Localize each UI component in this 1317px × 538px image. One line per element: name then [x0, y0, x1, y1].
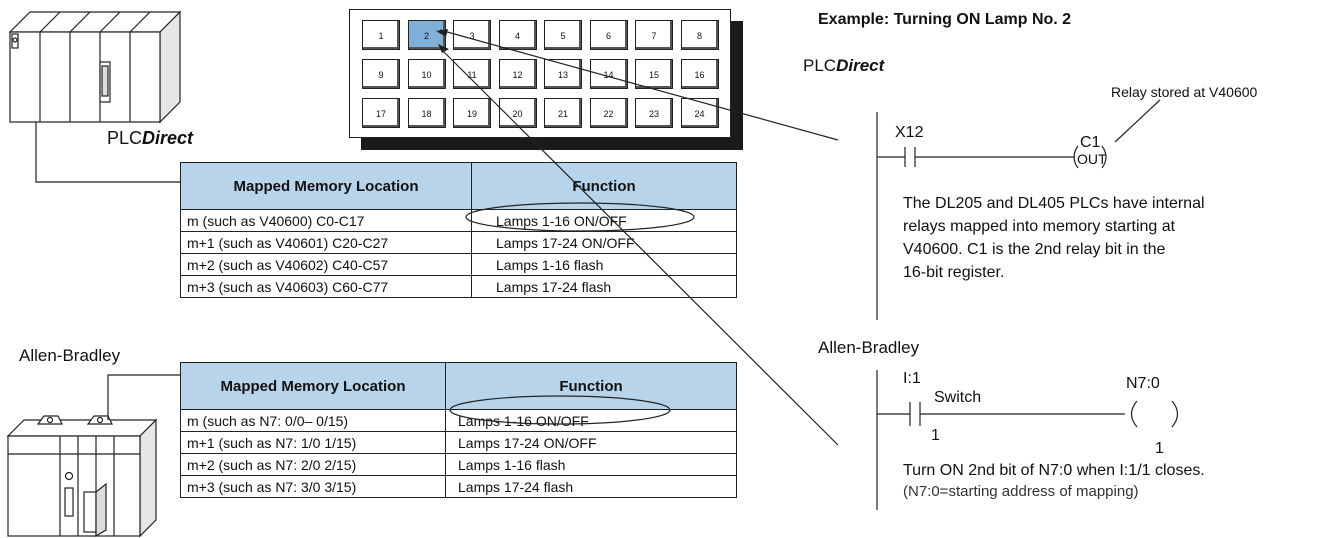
- lamp-17: 17: [362, 98, 400, 128]
- lamp-14: 14: [589, 59, 628, 89]
- arrowhead: [436, 29, 448, 37]
- column-header-function: Function: [445, 362, 737, 410]
- coil-label-c1: C1: [1080, 134, 1101, 151]
- lamp-11: 11: [453, 59, 491, 89]
- lamp-8: 8: [680, 20, 719, 50]
- lamp-9: 9: [362, 59, 400, 89]
- coil-label-n70: N7:0: [1126, 375, 1160, 392]
- leader-line-allen-bradley: [439, 47, 839, 446]
- column-header-function: Function: [471, 162, 737, 210]
- table-row: m+2 (such as N7: 2/0 2/15)Lamps 1-16 fla…: [180, 453, 737, 476]
- lamp-7: 7: [635, 20, 673, 50]
- coil-type-out: OUT: [1077, 151, 1107, 167]
- table-header-row: Mapped Memory Location Function: [180, 162, 737, 210]
- lamp-5: 5: [544, 20, 582, 50]
- coil-right-arc: [1101, 145, 1107, 169]
- contact-label-x12: X12: [895, 124, 924, 141]
- table-row: m+3 (such as N7: 3/0 3/15)Lamps 17-24 fl…: [180, 475, 737, 498]
- lamp-23: 23: [635, 98, 673, 128]
- coil-bit-label: 1: [1155, 440, 1164, 457]
- lamp-22: 22: [589, 98, 628, 128]
- highlight-ellipse-plc-direct: [465, 202, 695, 232]
- plc-direct-mapping-table: Mapped Memory Location Function m (such …: [180, 162, 737, 298]
- lamp-21: 21: [544, 98, 582, 128]
- allen-bradley-brand-left: Allen-Bradley: [19, 346, 121, 365]
- lamp-24: 24: [680, 98, 719, 128]
- plc-direct-note: The DL205 and DL405 PLCs have internal r…: [903, 195, 1205, 281]
- allen-bradley-note: Turn ON 2nd bit of N7:0 when I:1/1 close…: [903, 462, 1205, 479]
- callout-leader: [1114, 99, 1161, 143]
- relay-callout: Relay stored at V40600: [1111, 84, 1258, 100]
- leader-line-plc-direct: [439, 29, 839, 141]
- column-header-location: Mapped Memory Location: [180, 162, 472, 210]
- plc-direct-brand-right: PLCDirect: [803, 56, 885, 75]
- plc-direct-connector-line: [35, 122, 180, 183]
- plc-direct-unit-icon: [8, 10, 182, 124]
- allen-bradley-connector-line: [107, 374, 180, 420]
- allen-bradley-mapping-table: Mapped Memory Location Function m (such …: [180, 362, 737, 498]
- highlight-ellipse-allen-bradley: [449, 395, 671, 425]
- allen-bradley-unit-icon: [6, 415, 158, 538]
- allen-bradley-brand-right: Allen-Bradley: [818, 338, 920, 357]
- lamp-1: 1: [362, 20, 400, 50]
- coil-left-arc: [1130, 400, 1138, 428]
- lamp-18: 18: [407, 98, 446, 128]
- coil-right-arc: [1171, 400, 1179, 428]
- lamp-16: 16: [680, 59, 719, 89]
- example-heading: Example: Turning ON Lamp No. 2: [818, 11, 1072, 28]
- lamp-10: 10: [407, 59, 446, 89]
- lamp-15: 15: [635, 59, 673, 89]
- lamp-12: 12: [498, 59, 537, 89]
- arrowhead: [438, 44, 449, 53]
- lamp-19: 19: [453, 98, 491, 128]
- lamp-4: 4: [498, 20, 537, 50]
- lamp-6: 6: [589, 20, 628, 50]
- allen-bradley-note-sub: (N7:0=starting address of mapping): [903, 483, 1139, 500]
- plc-direct-brand-left: PLCDirect: [107, 128, 194, 148]
- contact-label-switch: Switch: [934, 389, 982, 406]
- contact-bit-label: 1: [931, 427, 940, 444]
- contact-label-i1: I:1: [903, 370, 921, 387]
